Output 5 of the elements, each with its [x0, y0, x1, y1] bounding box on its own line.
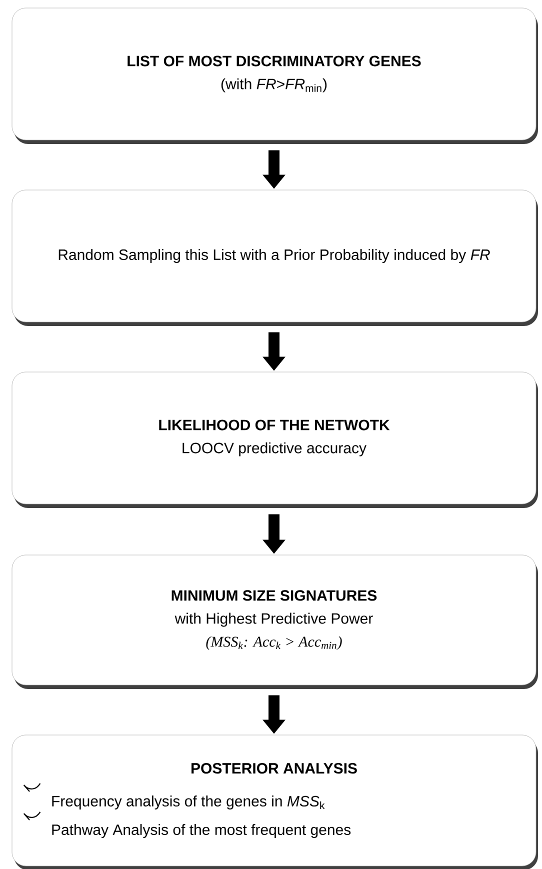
process-box: POSTERIOR ANALYSIS Frequency analysis of the genes in MSS$_{k}$ Pathway Analysis of the most frequent genes [12, 734, 538, 869]
process-box: MINIMUM SIZE SIGNATURES with Highest Predictive Power (MSS$_{k}$: Acc$_{k}$ > Acc$_{min}$) [12, 554, 538, 689]
process-box: LIST OF MOST DISCRIMINATORY GENES (with FR>FR$_{min}$) [12, 8, 538, 144]
process-box: LIKELIHOOD OF THE NETWOTK LOOCV predictive accuracy [12, 372, 538, 508]
process-box: Random Sampling this List with a Prior Probability induced by FR [12, 190, 538, 326]
